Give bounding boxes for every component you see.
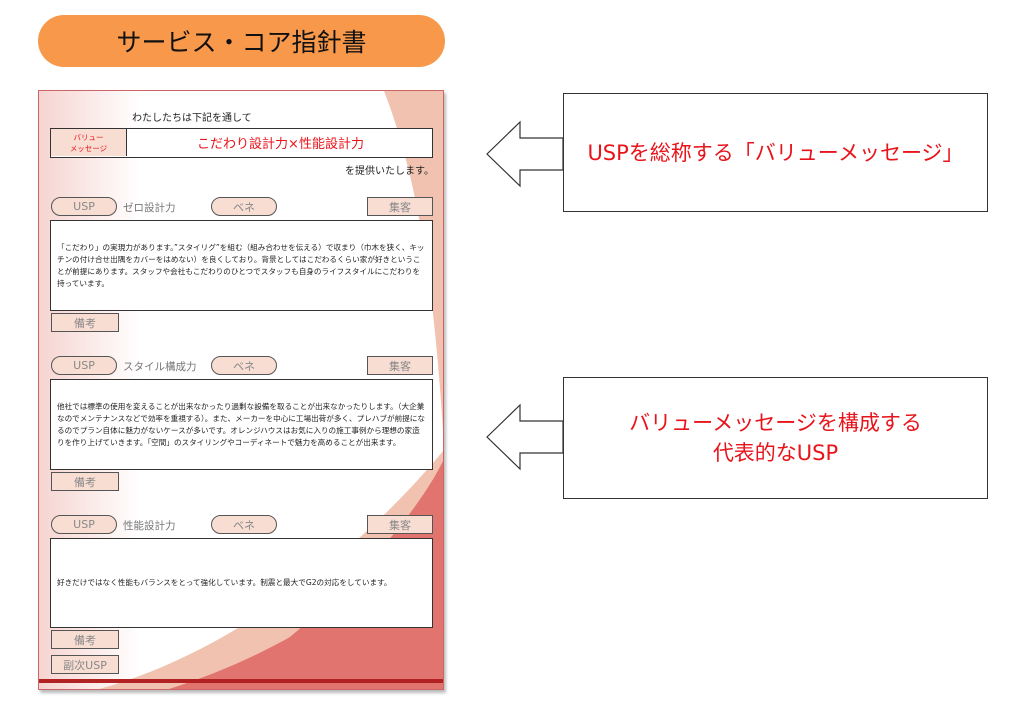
value-message[interactable]: こだわり設計力×性能設計力: [197, 137, 364, 152]
page-title: サービス・コア指針書: [38, 15, 445, 67]
biko-button[interactable]: 備考: [51, 313, 119, 332]
service-core-document: わたしたちは下記を通して バリュー メッセージ こだわり設計力×性能設計力 を提…: [38, 90, 444, 690]
value-message-label: バリュー メッセージ: [51, 129, 127, 156]
value-message-row: バリュー メッセージ こだわり設計力×性能設計力: [50, 128, 433, 158]
usp-pill[interactable]: USP: [51, 197, 117, 216]
callout-usp: バリューメッセージを構成する 代表的なUSP: [563, 377, 988, 499]
usp-description[interactable]: 「こだわり」の実現力があります。”スタイリグ”を組む（組み合わせを伝える）で収ま…: [50, 220, 433, 311]
usp-description[interactable]: 他社では標準の使用を変えることが出来なかったり過剰な設備を取ることが出来なかった…: [50, 379, 433, 470]
shukyaku-button[interactable]: 集客: [367, 356, 433, 375]
usp-name: 性能設計力: [123, 520, 176, 532]
usp-pill[interactable]: USP: [51, 515, 117, 534]
arrow-left-icon: [486, 403, 564, 471]
bene-pill[interactable]: ベネ: [211, 515, 277, 534]
callout-line: USPを総称する「バリューメッセージ」: [587, 140, 964, 165]
usp-name: スタイル構成力: [123, 361, 197, 373]
biko-button[interactable]: 備考: [51, 630, 119, 649]
bene-pill[interactable]: ベネ: [211, 356, 277, 375]
outro-text: を提供いたします。: [345, 166, 434, 177]
value-label-line2: メッセージ: [69, 144, 108, 153]
shukyaku-button[interactable]: 集客: [367, 515, 433, 534]
sub-usp-button[interactable]: 副次USP: [51, 655, 119, 674]
shukyaku-button[interactable]: 集客: [367, 197, 433, 216]
arrow-left-icon: [486, 120, 564, 188]
callout-value-message: USPを総称する「バリューメッセージ」: [563, 93, 988, 212]
bene-pill[interactable]: ベネ: [211, 197, 277, 216]
biko-button[interactable]: 備考: [51, 472, 119, 491]
usp-name: ゼロ設計力: [123, 202, 176, 214]
callout-line: 代表的なUSP: [712, 441, 839, 465]
intro-text: わたしたちは下記を通して: [132, 113, 252, 124]
value-label-line1: バリュー: [73, 133, 104, 142]
callout-line: バリューメッセージを構成する: [629, 411, 922, 435]
usp-pill[interactable]: USP: [51, 356, 117, 375]
usp-description[interactable]: 好きだけではなく性能もバランスをとって強化しています。制震と最大でG2の対応をし…: [50, 538, 433, 628]
